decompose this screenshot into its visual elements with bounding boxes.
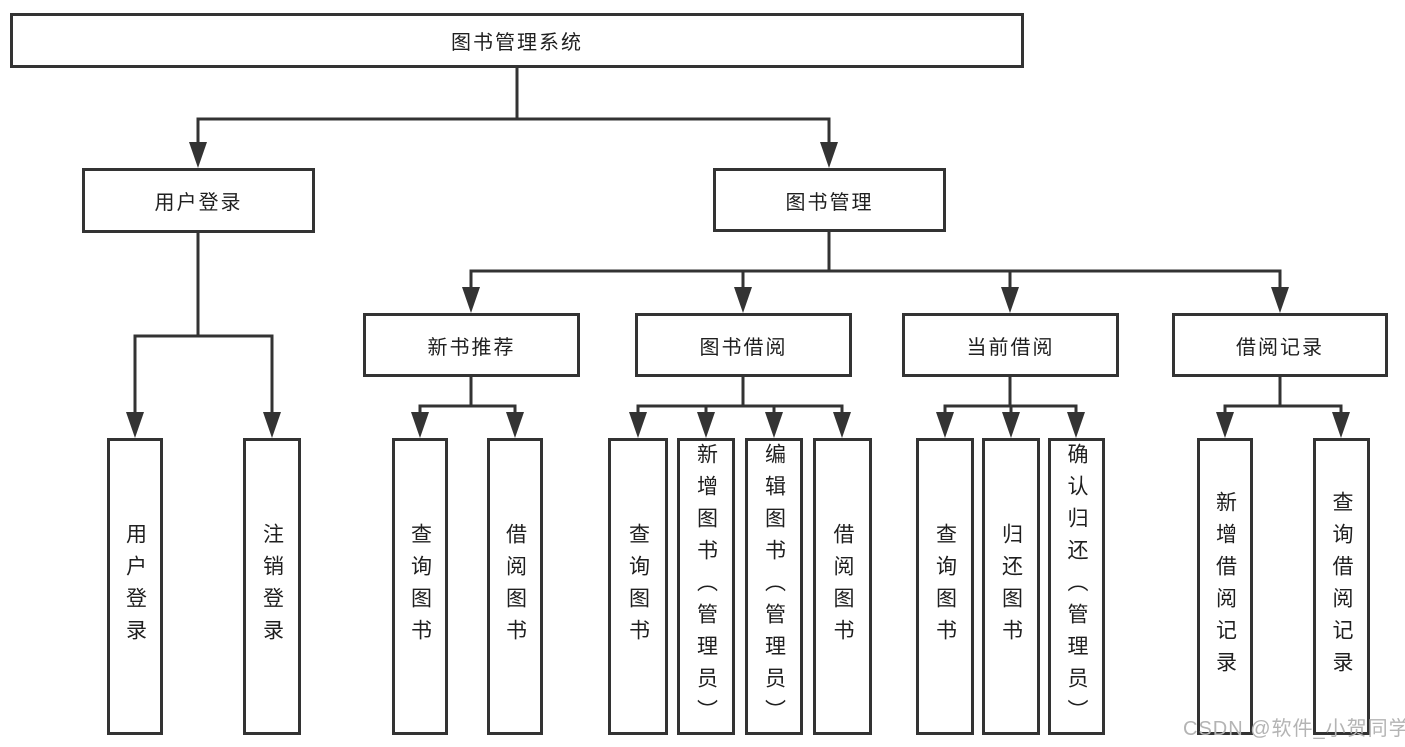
node-book-borrow: 图书借阅 bbox=[635, 313, 852, 377]
node-book-management-label: 图书管理 bbox=[785, 191, 874, 214]
node-borrow-records: 借阅记录 bbox=[1172, 313, 1388, 377]
leaf-borrow-query-books-label: 查询图书 bbox=[626, 522, 650, 651]
leaf-records-add-record: 新增借阅记录 bbox=[1197, 438, 1253, 735]
node-user-login: 用户登录 bbox=[82, 168, 315, 233]
leaf-borrow-borrow-books: 借阅图书 bbox=[813, 438, 872, 735]
node-root: 图书管理系统 bbox=[10, 13, 1024, 68]
leaf-current-query-books-label: 查询图书 bbox=[933, 522, 957, 651]
leaf-records-query-record: 查询借阅记录 bbox=[1313, 438, 1370, 735]
leaf-newbooks-borrow-books-label: 借阅图书 bbox=[503, 522, 527, 651]
node-new-book-recommend-label: 新书推荐 bbox=[427, 336, 516, 359]
watermark: CSDN @软件_小贺同学 bbox=[1183, 718, 1405, 740]
leaf-logout: 注销登录 bbox=[243, 438, 301, 735]
leaf-borrow-edit-books-admin: 编辑图书（管理员） bbox=[745, 438, 803, 735]
node-borrow-records-label: 借阅记录 bbox=[1236, 336, 1324, 359]
leaf-current-return-books-label: 归还图书 bbox=[999, 522, 1023, 651]
leaf-user-login: 用户登录 bbox=[107, 438, 163, 735]
leaf-current-confirm-return-admin-label: 确认归还（管理员） bbox=[1065, 442, 1088, 731]
node-root-label: 图书管理系统 bbox=[451, 32, 583, 54]
leaf-borrow-borrow-books-label: 借阅图书 bbox=[831, 522, 854, 651]
leaf-user-login-label: 用户登录 bbox=[123, 522, 147, 651]
leaf-current-query-books: 查询图书 bbox=[916, 438, 974, 735]
node-current-borrow-label: 当前借阅 bbox=[966, 336, 1055, 359]
leaf-current-return-books: 归还图书 bbox=[982, 438, 1040, 735]
leaf-logout-label: 注销登录 bbox=[260, 522, 284, 651]
node-new-book-recommend: 新书推荐 bbox=[363, 313, 580, 377]
leaf-records-add-record-label: 新增借阅记录 bbox=[1213, 490, 1237, 683]
leaf-records-query-record-label: 查询借阅记录 bbox=[1330, 490, 1353, 683]
leaf-borrow-add-books-admin-label: 新增图书（管理员） bbox=[694, 442, 718, 731]
node-book-borrow-label: 图书借阅 bbox=[699, 336, 788, 359]
leaf-borrow-query-books: 查询图书 bbox=[608, 438, 668, 735]
leaf-newbooks-query-books-label: 查询图书 bbox=[408, 522, 432, 651]
leaf-borrow-add-books-admin: 新增图书（管理员） bbox=[677, 438, 735, 735]
leaf-borrow-edit-books-admin-label: 编辑图书（管理员） bbox=[762, 442, 786, 731]
node-user-login-label: 用户登录 bbox=[154, 192, 243, 214]
node-book-management: 图书管理 bbox=[713, 168, 946, 232]
node-current-borrow: 当前借阅 bbox=[902, 313, 1119, 377]
leaf-newbooks-borrow-books: 借阅图书 bbox=[487, 438, 543, 735]
leaf-current-confirm-return-admin: 确认归还（管理员） bbox=[1048, 438, 1105, 735]
leaf-newbooks-query-books: 查询图书 bbox=[392, 438, 448, 735]
